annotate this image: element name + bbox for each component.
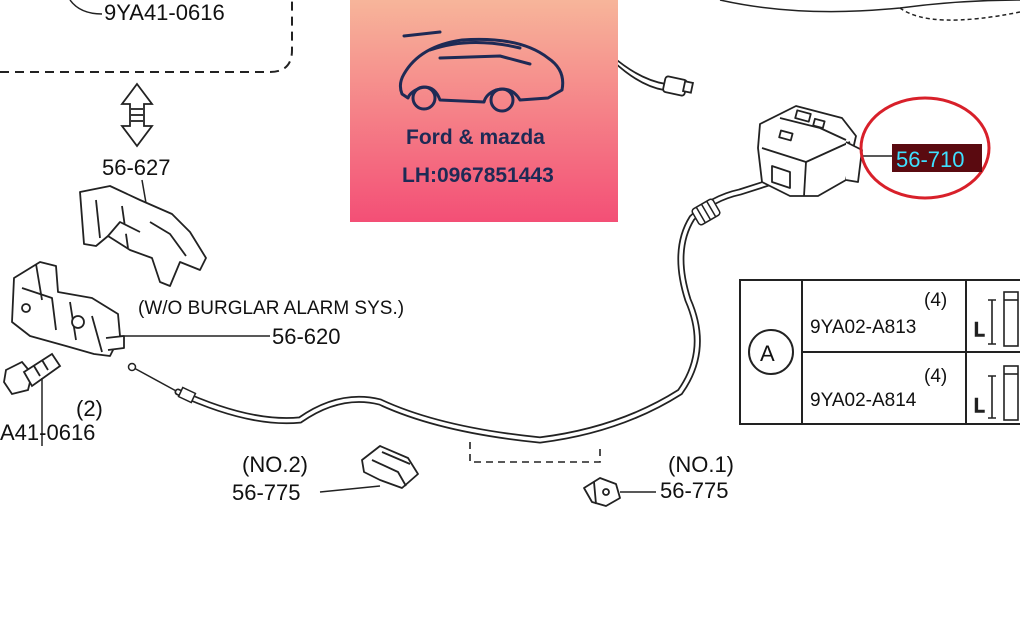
part-label-56-775-no1: 56-775 xyxy=(660,478,729,503)
top-cable-connector xyxy=(611,55,695,97)
bolt-icon xyxy=(3,352,62,396)
dimension-label-row-1: L xyxy=(974,320,985,341)
table-row-1-part: 9YA02-A813 xyxy=(810,317,916,338)
callout-box xyxy=(892,144,982,172)
leader-clip-no2 xyxy=(319,485,381,493)
part-label-56-627: 56-627 xyxy=(102,155,171,180)
double-arrow-icon xyxy=(120,82,154,148)
shop-watermark: Ford & mazda LH:0967851443 xyxy=(350,0,618,222)
part-label-a41-0616: A41-0616 xyxy=(0,420,95,445)
part-label-9ya41-0616: 9YA41-0616 xyxy=(104,0,225,25)
table-row-1-qty: (4) xyxy=(924,290,947,311)
dashed-detail-bracket xyxy=(469,442,601,463)
hood-release-handle xyxy=(757,105,863,197)
part-label-56-710: 56-710 xyxy=(896,147,965,172)
clip-no2-number: (NO.2) xyxy=(242,452,308,477)
release-cable xyxy=(127,172,794,444)
table-row-2-part: 9YA02-A814 xyxy=(810,390,917,411)
part-label-56-620: 56-620 xyxy=(272,324,341,349)
reference-table: A (4) 9YA02-A813 (4) 9YA02-A814 L L xyxy=(739,279,1020,425)
highlight-ring xyxy=(859,96,991,200)
dashed-group-frame xyxy=(0,0,293,73)
watermark-brand: Ford & mazda xyxy=(406,126,545,149)
qty-label-left: (2) xyxy=(76,396,103,421)
dimension-label-row-2: L xyxy=(974,396,985,417)
wo-alarm-note: (W/O BURGLAR ALARM SYS.) xyxy=(138,298,404,319)
clip-no1-number: (NO.1) xyxy=(668,452,734,477)
marker-circle xyxy=(748,329,794,375)
cable-clip-no2 xyxy=(361,445,419,489)
top-right-linework xyxy=(719,0,1020,21)
watermark-phone: LH:0967851443 xyxy=(402,164,554,187)
latch-cover-bracket xyxy=(79,185,207,287)
table-row-2-qty: (4) xyxy=(924,366,947,387)
hood-latch-assembly xyxy=(11,261,125,357)
cable-clip-no1 xyxy=(583,477,621,507)
leader-top-left xyxy=(69,0,103,15)
part-label-56-775-no2: 56-775 xyxy=(232,480,301,505)
bolt-dimension-icon: L L xyxy=(973,291,1019,421)
car-logo-icon xyxy=(398,30,565,113)
table-marker: A xyxy=(760,341,775,366)
